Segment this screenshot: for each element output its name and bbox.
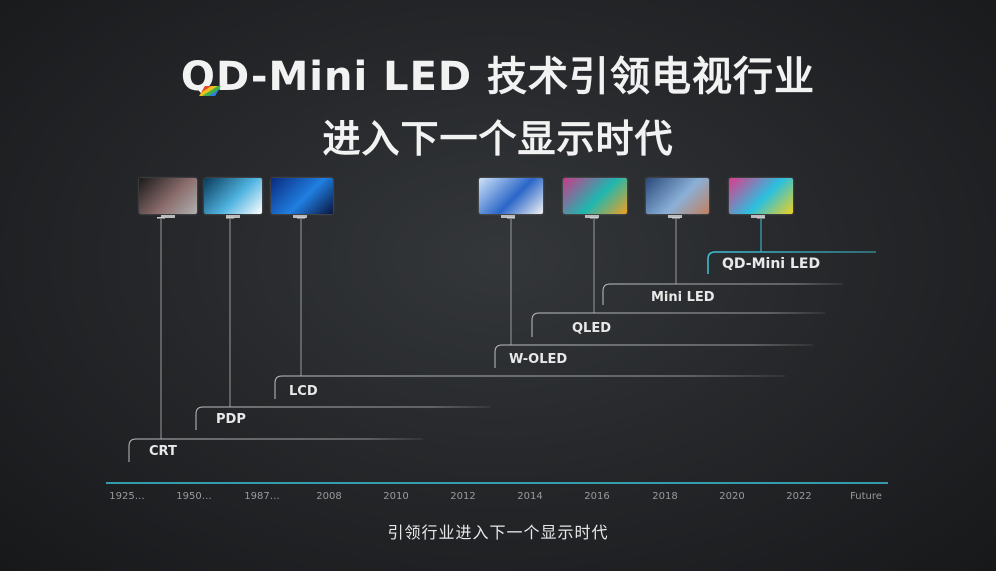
- tick-label: 2020: [719, 491, 744, 502]
- woled-bracket: [494, 344, 813, 368]
- lcd-tv-image: [271, 178, 333, 218]
- pdp-tv-image: [204, 178, 262, 218]
- connector-cap: [507, 217, 515, 219]
- tick-label: 1987…: [244, 491, 279, 502]
- tech-label-lcd: LCD: [289, 384, 318, 399]
- title-line1-text: D-Mini LED 技术引领电视行业: [215, 54, 816, 100]
- connector-cap: [226, 217, 234, 219]
- connector-cap: [297, 217, 305, 219]
- footer-caption: 引领行业进入下一个显示时代: [387, 523, 609, 542]
- tick-label: 2012: [450, 491, 475, 502]
- connector-cap: [757, 217, 765, 219]
- connector-caps: [157, 217, 765, 219]
- tick-label: Future: [850, 491, 882, 502]
- qled-bracket: [531, 312, 825, 337]
- tick-label: 2014: [517, 491, 542, 502]
- pdp-bracket: [195, 406, 490, 430]
- connector-cap: [672, 217, 680, 219]
- tick-label: 1925…: [109, 491, 144, 502]
- tech-label-crt: CRT: [149, 444, 177, 459]
- axis-tick-labels: 1925… 1950… 1987… 2008 2010 2012 2014 20…: [109, 491, 882, 502]
- tech-label-woled: W-OLED: [509, 352, 567, 367]
- qled-tv-image: [563, 178, 627, 218]
- tick-label: 2010: [383, 491, 408, 502]
- tech-label-qled: QLED: [572, 321, 611, 336]
- lcd-bracket: [274, 375, 785, 399]
- qdminiled-bracket: [707, 251, 876, 274]
- tech-label-miniled: Mini LED: [651, 290, 715, 305]
- qd-logo-q: Q: [181, 54, 221, 100]
- connector-cap: [157, 217, 165, 219]
- tv-connectors: [160, 219, 762, 439]
- tech-label-qdminiled: QD-Mini LED: [722, 256, 820, 272]
- tick-label: 2022: [786, 491, 811, 502]
- tick-label: 2008: [316, 491, 341, 502]
- miniled-tv-image: [646, 178, 709, 218]
- crt-bracket: [128, 438, 423, 462]
- tech-label-pdp: PDP: [216, 412, 246, 427]
- main-title-line2: 进入下一个显示时代: [322, 117, 674, 161]
- qdminiled-tv-image: [729, 178, 793, 218]
- miniled-bracket: [602, 283, 843, 305]
- connector-cap: [590, 217, 598, 219]
- tick-label: 2016: [584, 491, 609, 502]
- crt-tv-image: [139, 178, 197, 218]
- woled-tv-image: [479, 178, 543, 218]
- tick-label: 1950…: [176, 491, 211, 502]
- tick-label: 2018: [652, 491, 677, 502]
